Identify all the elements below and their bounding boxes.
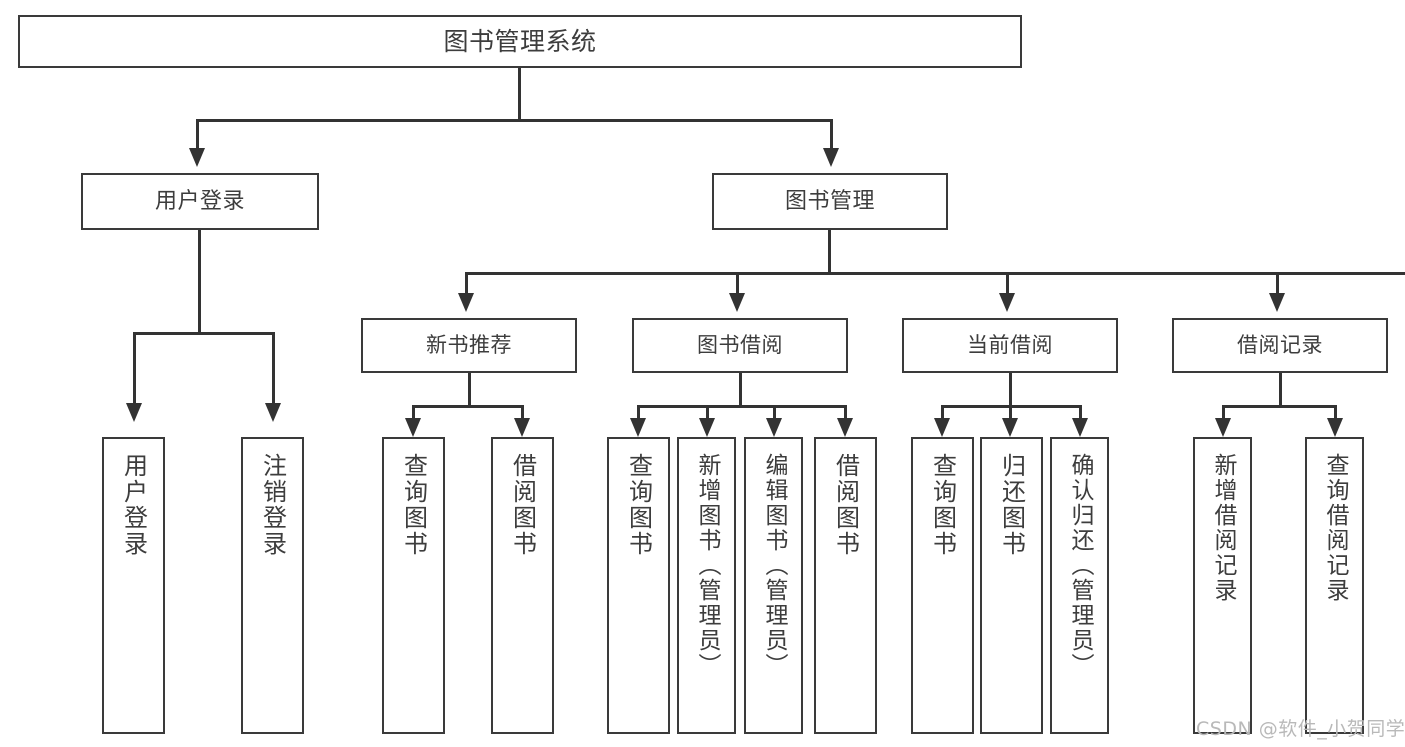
arrow-to-leaf-user-login	[126, 403, 142, 422]
node-borrow-record[interactable]: 借阅记录	[1172, 318, 1388, 373]
arrow-to-leaf-query-borrow-record	[1327, 418, 1343, 437]
node-book-borrow[interactable]: 图书借阅	[632, 318, 848, 373]
connector-new-book-distributor	[412, 405, 524, 408]
node-label: 归还图书	[997, 453, 1026, 557]
connector-current-borrow-leg-2	[1009, 405, 1012, 419]
node-leaf-logout-login[interactable]: 注销登录	[241, 437, 304, 734]
arrow-to-leaf-confirm-return-admin	[1072, 418, 1088, 437]
connector-current-borrow-leg-1	[941, 405, 944, 419]
node-book-manage[interactable]: 图书管理	[712, 173, 948, 230]
node-root-system[interactable]: 图书管理系统	[18, 15, 1022, 68]
arrow-to-leaf-query-book-1	[405, 418, 421, 437]
connector-borrow-record-leg-1	[1222, 405, 1225, 419]
connector-user-login-leg-2	[272, 332, 275, 404]
connector-root-distributor	[196, 119, 833, 122]
node-label: 用户登录	[154, 188, 245, 214]
arrow-to-leaf-add-book-admin	[699, 418, 715, 437]
node-label: 当前借阅	[967, 333, 1053, 358]
connector-book-borrow-leg-2	[706, 405, 709, 419]
arrow-to-current-borrow	[999, 293, 1015, 312]
connector-book-manage-leg-3	[1006, 272, 1009, 294]
connector-book-borrow-distributor	[637, 405, 847, 408]
node-leaf-confirm-return-admin[interactable]: 确认归还（管理员）	[1050, 437, 1109, 734]
arrow-to-leaf-query-book-3	[934, 418, 950, 437]
arrow-to-new-book-recommend	[458, 293, 474, 312]
node-leaf-add-book-admin[interactable]: 新增图书（管理员）	[677, 437, 736, 734]
node-label: 编辑图书（管理员）	[761, 453, 787, 678]
node-leaf-add-borrow-record[interactable]: 新增借阅记录	[1193, 437, 1252, 734]
connector-book-borrow-stem	[739, 373, 742, 407]
node-label: 新增图书（管理员）	[694, 453, 720, 678]
connector-book-manage-distributor	[465, 272, 1405, 275]
arrow-to-leaf-logout-login	[265, 403, 281, 422]
connector-book-manage-leg-2	[736, 272, 739, 294]
node-label: 查询图书	[928, 453, 957, 557]
node-label: 图书管理系统	[443, 26, 597, 56]
connector-book-manage-stem	[828, 230, 831, 274]
arrow-to-leaf-add-borrow-record	[1215, 418, 1231, 437]
node-leaf-query-book-1[interactable]: 查询图书	[382, 437, 445, 734]
arrow-to-leaf-query-book-2	[630, 418, 646, 437]
connector-book-borrow-leg-4	[844, 405, 847, 419]
connector-user-login-leg-1	[133, 332, 136, 404]
connector-borrow-record-stem	[1279, 373, 1282, 407]
connector-root-leg-left	[196, 119, 199, 149]
node-leaf-query-borrow-record[interactable]: 查询借阅记录	[1305, 437, 1364, 734]
connector-new-book-leg-2	[521, 405, 524, 419]
connector-book-manage-leg-4	[1276, 272, 1279, 294]
connector-current-borrow-leg-3	[1079, 405, 1082, 419]
connector-user-login-distributor	[133, 332, 275, 335]
node-label: 新增借阅记录	[1210, 453, 1236, 603]
connector-root-leg-right	[830, 119, 833, 149]
connector-book-borrow-leg-3	[773, 405, 776, 419]
node-label: 注销登录	[258, 453, 287, 557]
connector-new-book-leg-1	[412, 405, 415, 419]
arrow-to-book-manage	[823, 148, 839, 167]
arrow-to-book-borrow	[729, 293, 745, 312]
arrow-to-leaf-borrow-book-1	[514, 418, 530, 437]
node-leaf-borrow-book-1[interactable]: 借阅图书	[491, 437, 554, 734]
node-label: 图书管理	[784, 188, 875, 214]
node-label: 图书借阅	[697, 333, 783, 358]
node-label: 借阅图书	[831, 453, 860, 557]
node-label: 借阅图书	[508, 453, 537, 557]
node-leaf-return-book[interactable]: 归还图书	[980, 437, 1043, 734]
node-label: 查询借阅记录	[1322, 453, 1348, 603]
arrow-to-borrow-record	[1269, 293, 1285, 312]
arrow-to-leaf-edit-book-admin	[766, 418, 782, 437]
connector-user-login-stem	[198, 230, 201, 334]
node-current-borrow[interactable]: 当前借阅	[902, 318, 1118, 373]
node-leaf-query-book-2[interactable]: 查询图书	[607, 437, 670, 734]
arrow-to-user-login	[189, 148, 205, 167]
node-leaf-edit-book-admin[interactable]: 编辑图书（管理员）	[744, 437, 803, 734]
node-leaf-query-book-3[interactable]: 查询图书	[911, 437, 974, 734]
csdn-watermark: CSDN @软件_小贺同学	[1196, 718, 1405, 740]
node-label: 查询图书	[399, 453, 428, 557]
node-label: 查询图书	[624, 453, 653, 557]
connector-borrow-record-distributor	[1222, 405, 1337, 408]
node-label: 借阅记录	[1237, 333, 1323, 358]
connector-book-borrow-leg-1	[637, 405, 640, 419]
connector-current-borrow-stem	[1009, 373, 1012, 407]
connector-borrow-record-leg-2	[1334, 405, 1337, 419]
node-label: 新书推荐	[426, 333, 512, 358]
node-label: 用户登录	[119, 453, 148, 557]
node-label: 确认归还（管理员）	[1067, 453, 1093, 678]
node-new-book-recommend[interactable]: 新书推荐	[361, 318, 577, 373]
node-leaf-borrow-book-2[interactable]: 借阅图书	[814, 437, 877, 734]
arrow-to-leaf-return-book	[1002, 418, 1018, 437]
connector-book-manage-leg-1	[465, 272, 468, 294]
arrow-to-leaf-borrow-book-2	[837, 418, 853, 437]
node-leaf-user-login[interactable]: 用户登录	[102, 437, 165, 734]
connector-new-book-stem	[468, 373, 471, 407]
node-user-login[interactable]: 用户登录	[81, 173, 319, 230]
connector-root-stem	[518, 68, 521, 121]
